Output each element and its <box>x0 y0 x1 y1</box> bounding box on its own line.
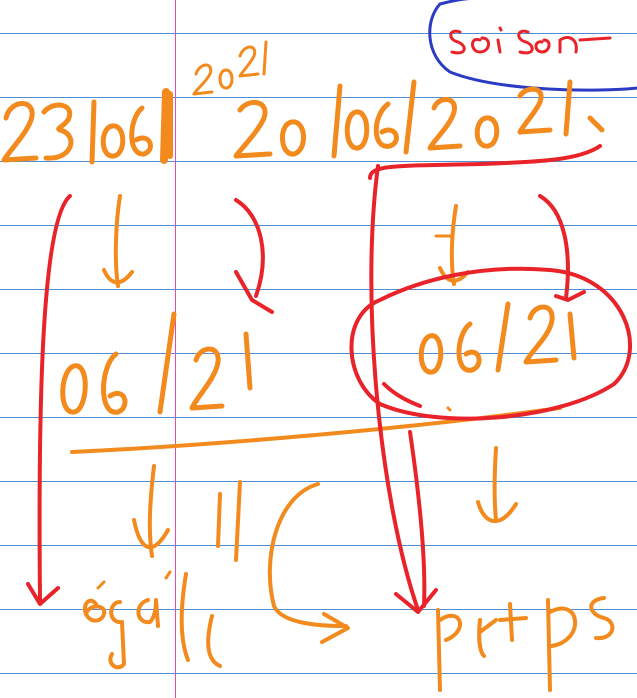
ruled-line <box>0 353 637 354</box>
extracted-left-strokes <box>60 311 253 415</box>
red-circle-right <box>349 266 632 421</box>
date-two-strokes <box>233 79 605 159</box>
result-right-strokes <box>436 596 615 692</box>
orange-down-arrows-top <box>102 194 470 288</box>
ruled-line <box>0 289 637 290</box>
ruled-line <box>0 609 637 610</box>
orange-down-arrows-bottom <box>132 446 518 562</box>
ruled-line <box>0 481 637 482</box>
ruled-line <box>0 673 637 674</box>
ruled-line <box>0 545 637 546</box>
red-note-text <box>449 26 612 55</box>
ruled-line <box>0 33 637 34</box>
result-left-strokes <box>83 570 190 670</box>
orange-divider-stroke <box>70 406 562 454</box>
orange-bracket-arrow <box>206 482 350 668</box>
margin-line <box>175 0 176 698</box>
ruled-line <box>0 97 637 98</box>
red-long-arrows <box>26 164 438 614</box>
ruled-line <box>0 225 637 226</box>
date-one-strokes <box>1 40 268 165</box>
ruled-line <box>0 417 637 418</box>
extracted-right-strokes <box>418 301 577 412</box>
ruled-line <box>0 161 637 162</box>
red-date-bracket <box>234 144 602 314</box>
blue-note-ellipse <box>428 0 637 92</box>
